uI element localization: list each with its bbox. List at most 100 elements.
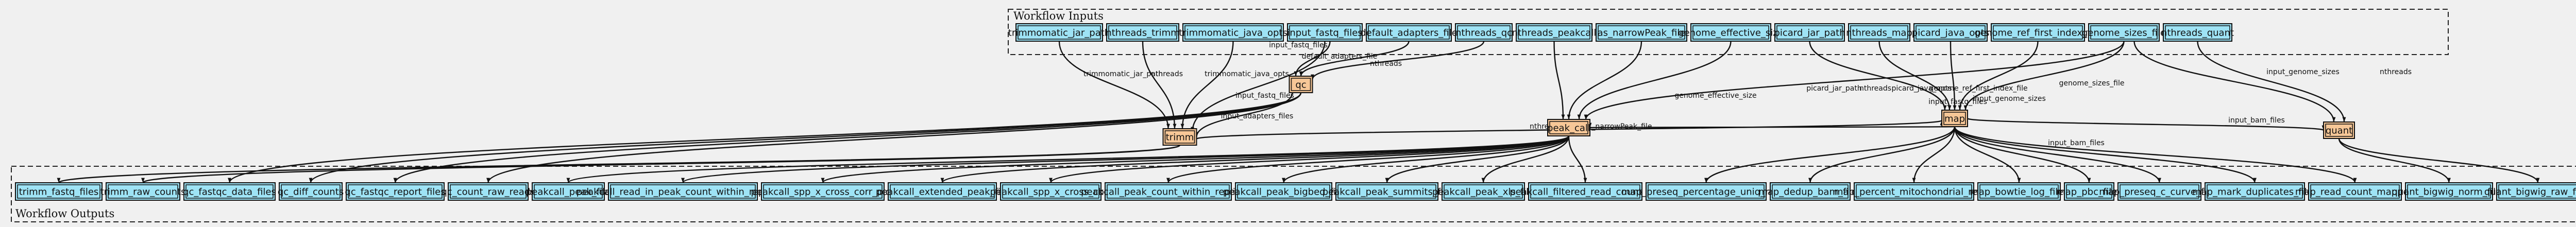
edge-as-narrowpeak [1568,41,1642,120]
map-pbc-files-box [2064,182,2114,201]
map-pbc-files-box-inner [2066,184,2112,199]
nodes-layer: trimmomatic_jar_pathnthreads_trimmtrimmo… [15,23,2576,201]
peakcall-spp-x-cross-corr-box [1000,182,1101,201]
edge-arrow-to-peakcall-peak-xls-file [1481,178,1485,183]
peakcall-extended-peak-file-node: peakcall_extended_peak_file [876,182,1009,201]
nthreads-qc-node: nthreads_qc [1455,23,1513,42]
trimm-fastq-files-box [15,182,103,201]
trimm-label: trimm [1166,132,1194,143]
map-preseq-percentage-uniq-reads-box-inner [1648,184,1765,199]
workflow-outputs-title: Workflow Outputs [15,207,114,220]
nthreads-qc-label: nthreads_qc [1455,28,1512,39]
peakcall-filtered-read-count-file-box [1528,182,1642,201]
trimm-fastq-files-box-inner [17,184,100,199]
quant-bigwig-norm-files-box-inner [2407,184,2491,199]
trimmomatic-jar-path-box-inner [1018,25,1101,40]
edge-label-trimmomatic-java-opts: trimmomatic_java_opts [1205,70,1289,78]
map-mark-duplicates-files-node: map_mark_duplicates_files [2192,182,2317,201]
trimm-step-node: trimm [1162,128,1197,146]
peakcall-peak-bigbed-file-box-inner [1237,184,1330,199]
nthreads-trimm-box [1106,23,1179,42]
peakcall-peak-xls-file-box [1442,182,1525,201]
qc-box [1289,76,1313,93]
qc-diff-counts-box-inner [281,184,341,199]
qc-fastqc-data-files-node: qc_fastqc_data_files [183,182,276,201]
edge-nthreads-qc [1312,41,1485,80]
edge-arrow-to-quant-bigwig-norm-files [2447,178,2451,183]
qc-count-raw-reads-label: qc_count_raw_reads [441,187,535,198]
edge-label-trimmomatic-jar-path: trimmomatic_jar_path [1083,70,1163,78]
trimmomatic-jar-path-node: trimmomatic_jar_path [1008,23,1110,42]
edge-to-peakcall-peak-bigbed-file [1283,135,1570,183]
map-read-count-mapped-box [2308,182,2402,201]
edge-input-bam-quant [1967,117,2325,131]
map-preseq-c-curve-files-box [2117,182,2201,201]
trimm-raw-counts-box-inner [108,184,178,199]
quant-bigwig-raw-files-box [2496,182,2576,201]
qc-fastqc-report-files-box [346,182,445,201]
genome-ref-first-index-file-node: genome_ref_first_index_file [1975,23,2101,42]
peak-call-box-inner [1549,121,1588,134]
edge-trimmomatic-jar-path [1058,41,1169,129]
edge-arrow-to-qc-fastqc-report-files [393,178,397,183]
qc-fastqc-data-files-label: qc_fastqc_data_files [183,187,276,198]
qc-diff-counts-label: qc_diff_counts [278,187,344,198]
genome-effective-size-node: genome_effective_size [1678,23,1784,42]
peakcall-peak-summits-file-node: peakcall_peak_summits_file [1323,182,1451,201]
edge-arrow-to-peakcall-read-in-peak-count-within-replicate [681,178,685,183]
peakcall-spp-x-cross-corr-plot-label: peakcall_spp_x_cross_corr_plot [751,187,894,198]
edge-to-map-bowtie-log-files [1954,126,2020,183]
peakcall-extended-peak-file-box-inner [890,184,995,199]
peakcall-filtered-read-count-file-label: peakcall_filtered_read_count_file [1510,187,1661,198]
trimmomatic-java-opts-box [1182,23,1284,42]
peakcall-spp-x-cross-corr-label: peakcall_spp_x_cross_corr [990,187,1112,198]
edge-label-genome-effective-size: genome_effective_size [1674,92,1756,100]
edge-arrow-to-qc-fastqc-data-files [228,178,231,183]
peakcall-peak-file-node: peakcall_peak_file [526,182,611,201]
edge-to-quant-bigwig-raw-files [2338,138,2539,183]
peakcall-peak-count-within-replicate-label: peakcall_peak_count_within_replicate [1081,187,1256,198]
edge-arrow-to-map-percent-mitochondrial-reads [1912,178,1916,183]
map-mark-duplicates-files-box-inner [2207,184,2303,199]
edge-input-adapters [1196,92,1293,137]
map-percent-mitochondrial-reads-node: map_percent_mitochondrial_reads [1834,182,1994,201]
map-preseq-percentage-uniq-reads-label: map_preseq_percentage_uniq_reads [1621,187,1791,198]
edge-to-peakcall-peak-summits-file [1386,135,1570,183]
edge-genome-ref-first-index [1959,41,2039,111]
map-mark-duplicates-files-box [2205,182,2305,201]
edge-to-quant-bigwig-norm-files [2338,138,2450,183]
map-bowtie-log-files-node: map_bowtie_log_files [1970,182,2069,201]
qc-fastqc-report-files-node: qc_fastqc_report_files [345,182,446,201]
genome-ref-first-index-file-box-inner [1993,25,2083,40]
edge-label-nthreads-trimm: nthreads [1151,70,1183,78]
edge-to-map-dedup-bam-files [1809,126,1956,183]
default-adapters-file-box [1366,23,1452,42]
trimmomatic-java-opts-label: trimmomatic_java_opts [1179,28,1287,39]
workflow-inputs-cluster [1008,9,2449,55]
genome-sizes-file-node: genome_sizes_file [2082,23,2166,42]
picard-java-opts-node: picard_java_opts [1912,23,1989,42]
edge-to-trimm-fastq-files [58,144,1181,184]
nthreads-quant-node: nthreads_quant [2161,23,2234,42]
qc-fastqc-report-files-label: qc_fastqc_report_files [345,187,445,198]
edge-input-fastq-qc [1295,41,1331,77]
nthreads-qc-box [1455,23,1513,42]
edge-arrow-default-adapters [1299,71,1303,76]
peakcall-peak-file-box-inner [534,184,603,199]
edge-label-genome-sizes-map: genome_sizes_file [2059,79,2125,88]
edge-label-genome-sizes-peak: input_genome_sizes [1973,95,2046,103]
default-adapters-file-label: default_adapters_file [1360,28,1458,39]
input-fastq-files-node: input_fastq_files [1287,23,1363,42]
edge-default-adapters [1300,41,1410,77]
edge-to-map-preseq-percentage-uniq-reads [1705,126,1956,183]
trimm-fastq-files-label: trimm_fastq_files [19,187,99,198]
map-preseq-percentage-uniq-reads-box [1646,182,1767,201]
qc-fastqc-data-files-box [183,182,276,201]
nthreads-quant-box-inner [2165,25,2230,40]
edge-arrow-as-narrowpeak [1567,114,1571,119]
peakcall-peak-summits-file-box [1335,182,1438,201]
edge-to-map-percent-mitochondrial-reads [1913,126,1956,183]
qc-diff-counts-node: qc_diff_counts [278,182,344,201]
peakcall-peak-xls-file-node: peakcall_peak_xls_file [1432,182,1534,201]
